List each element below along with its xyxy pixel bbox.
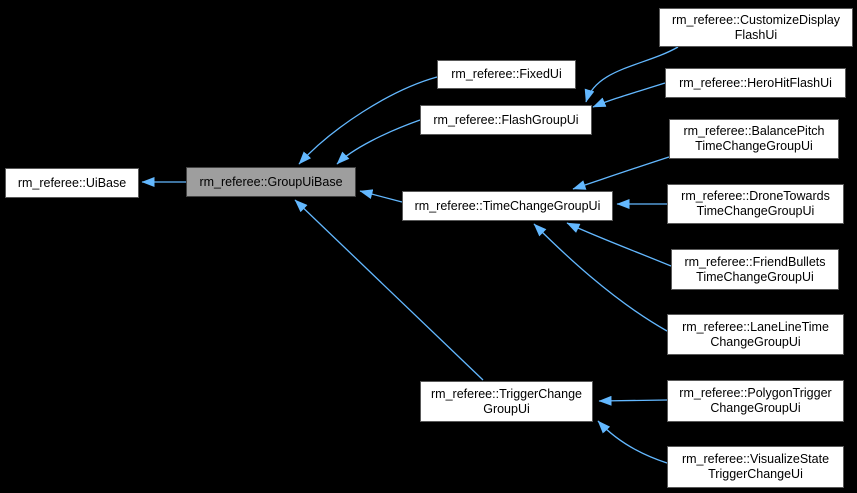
- node-balancepitchtimechangegroupui[interactable]: rm_referee::BalancePitch TimeChangeGroup…: [669, 119, 839, 159]
- node-visualizestatetriggerchangeui[interactable]: rm_referee::VisualizeState TriggerChange…: [667, 446, 844, 488]
- node-fixedui[interactable]: rm_referee::FixedUi: [437, 60, 576, 89]
- node-herohitflashui[interactable]: rm_referee::HeroHitFlashUi: [665, 68, 846, 98]
- node-dronetowardstimechangegroupui[interactable]: rm_referee::DroneTowards TimeChangeGroup…: [667, 184, 844, 224]
- edge-balancepitch-to-timechangegroupui: [572, 156, 670, 190]
- edge-polygontrigger-to-triggerchangegroupui: [598, 395, 668, 406]
- node-lanelinetimechangegroupui[interactable]: rm_referee::LaneLineTime ChangeGroupUi: [667, 314, 844, 355]
- node-uibase[interactable]: rm_referee::UiBase: [5, 168, 139, 198]
- edge-herohitflashui-to-flashgroupui: [592, 82, 666, 108]
- node-friendbulletstimechangegroupui[interactable]: rm_referee::FriendBullets TimeChangeGrou…: [671, 249, 839, 290]
- node-flashgroupui[interactable]: rm_referee::FlashGroupUi: [420, 105, 592, 135]
- edge-customizedisplayflashui-to-flashgroupui: [584, 46, 679, 103]
- edge-visualizestate-to-triggerchangegroupui: [597, 420, 668, 464]
- node-customizedisplayflashui[interactable]: rm_referee::CustomizeDisplay FlashUi: [659, 8, 853, 47]
- node-groupuibase: rm_referee::GroupUiBase: [186, 167, 356, 197]
- edge-flashgroupui-to-groupuibase: [336, 119, 421, 165]
- edge-fixedui-to-groupuibase: [298, 76, 438, 165]
- node-timechangegroupui[interactable]: rm_referee::TimeChangeGroupUi: [402, 191, 613, 221]
- edge-laneline-to-timechangegroupui: [533, 223, 668, 332]
- edge-triggerchangegroupui-to-groupuibase: [294, 199, 484, 381]
- node-polygontriggerchangegroupui[interactable]: rm_referee::PolygonTrigger ChangeGroupUi: [667, 380, 844, 422]
- node-triggerchangegroupui[interactable]: rm_referee::TriggerChange GroupUi: [420, 381, 593, 422]
- edge-timechangegroupui-to-groupuibase: [359, 189, 403, 203]
- edge-friendbullets-to-timechangegroupui: [566, 222, 672, 267]
